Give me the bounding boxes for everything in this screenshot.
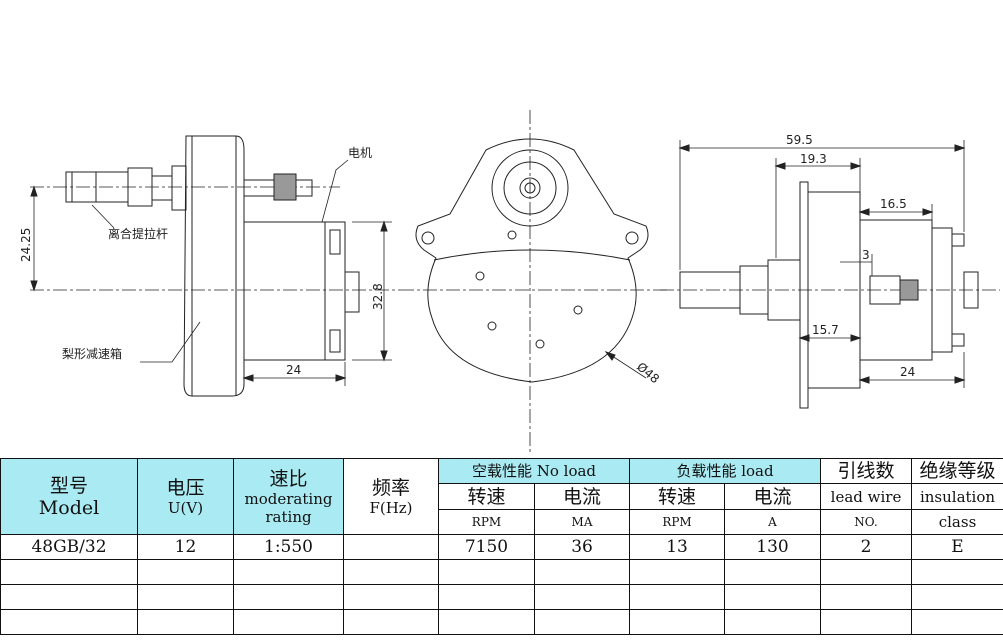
dim-16-5: 16.5 xyxy=(880,197,907,211)
dim-15-7: 15.7 xyxy=(812,323,839,337)
dim-19-3: 19.3 xyxy=(800,152,827,166)
cell-noload-rpm: 7150 xyxy=(438,534,535,560)
dim-24-right: 24 xyxy=(900,365,915,379)
spec-table: 型号 Model 电压 U(V) 速比 moderating rating 频率… xyxy=(0,458,1003,635)
side-view-right xyxy=(660,140,1000,409)
header-load-speed: 转速 xyxy=(629,483,726,510)
header-lead-no: NO. xyxy=(820,509,913,535)
cell-model: 48GB/32 xyxy=(0,534,138,560)
header-lead-en: lead wire xyxy=(820,483,913,510)
table-row: 48GB/32 12 1:550 7150 36 13 130 2 E xyxy=(0,534,1003,560)
callout-gearbox: 梨形减速箱 xyxy=(62,346,122,361)
header-ratio: 速比 moderating rating xyxy=(233,458,344,535)
header-noload-current: 电流 xyxy=(533,483,631,510)
cell-leads: 2 xyxy=(820,534,913,560)
header-noload-speed: 转速 xyxy=(438,483,535,510)
header-load-a-unit: A xyxy=(724,509,822,535)
dim-24-left: 24 xyxy=(286,363,301,377)
header-lead-cn: 引线数 xyxy=(820,458,913,484)
cell-frequency xyxy=(343,534,439,560)
front-view xyxy=(400,110,670,452)
dim-diameter-48: Ø48 xyxy=(634,360,662,387)
header-insulation-class: class xyxy=(911,509,1003,535)
spec-table-wrapper: 型号 Model 电压 U(V) 速比 moderating rating 频率… xyxy=(0,458,1003,641)
header-insulation-cn: 绝缘等级 xyxy=(911,458,1003,484)
table-row-empty xyxy=(0,584,1003,610)
header-voltage: 电压 U(V) xyxy=(137,458,234,535)
table-row-empty xyxy=(0,559,1003,585)
cell-ratio: 1:550 xyxy=(233,534,344,560)
header-load-rpm-unit: RPM xyxy=(629,509,726,535)
dim-3: 3 xyxy=(862,248,870,262)
callout-clutch-lever: 离合提拉杆 xyxy=(108,226,168,241)
callout-motor: 电机 xyxy=(348,146,372,160)
cell-voltage: 12 xyxy=(137,534,234,560)
header-model: 型号 Model xyxy=(0,458,138,535)
cell-noload-ma: 36 xyxy=(533,534,631,560)
header-frequency: 频率 F(Hz) xyxy=(343,458,439,535)
header-load: 负载性能 load xyxy=(629,458,822,484)
side-view-left xyxy=(30,135,400,397)
dim-59-5: 59.5 xyxy=(786,133,813,147)
header-no-load: 空载性能 No load xyxy=(437,458,631,484)
header-load-current: 电流 xyxy=(724,483,822,510)
header-noload-rpm-unit: RPM xyxy=(438,509,535,535)
cell-insulation: E xyxy=(911,534,1003,560)
cell-load-rpm: 13 xyxy=(629,534,726,560)
technical-drawing: 电机 离合提拉杆 梨形减速箱 24.25 32.8 24 Ø48 xyxy=(19,110,1000,452)
cell-load-a: 130 xyxy=(724,534,822,560)
header-insulation-en: insulation xyxy=(911,483,1003,510)
dim-24-25: 24.25 xyxy=(19,228,33,262)
table-row-empty xyxy=(0,609,1003,635)
dim-32-8: 32.8 xyxy=(371,283,385,310)
header-noload-ma-unit: MA xyxy=(533,509,631,535)
